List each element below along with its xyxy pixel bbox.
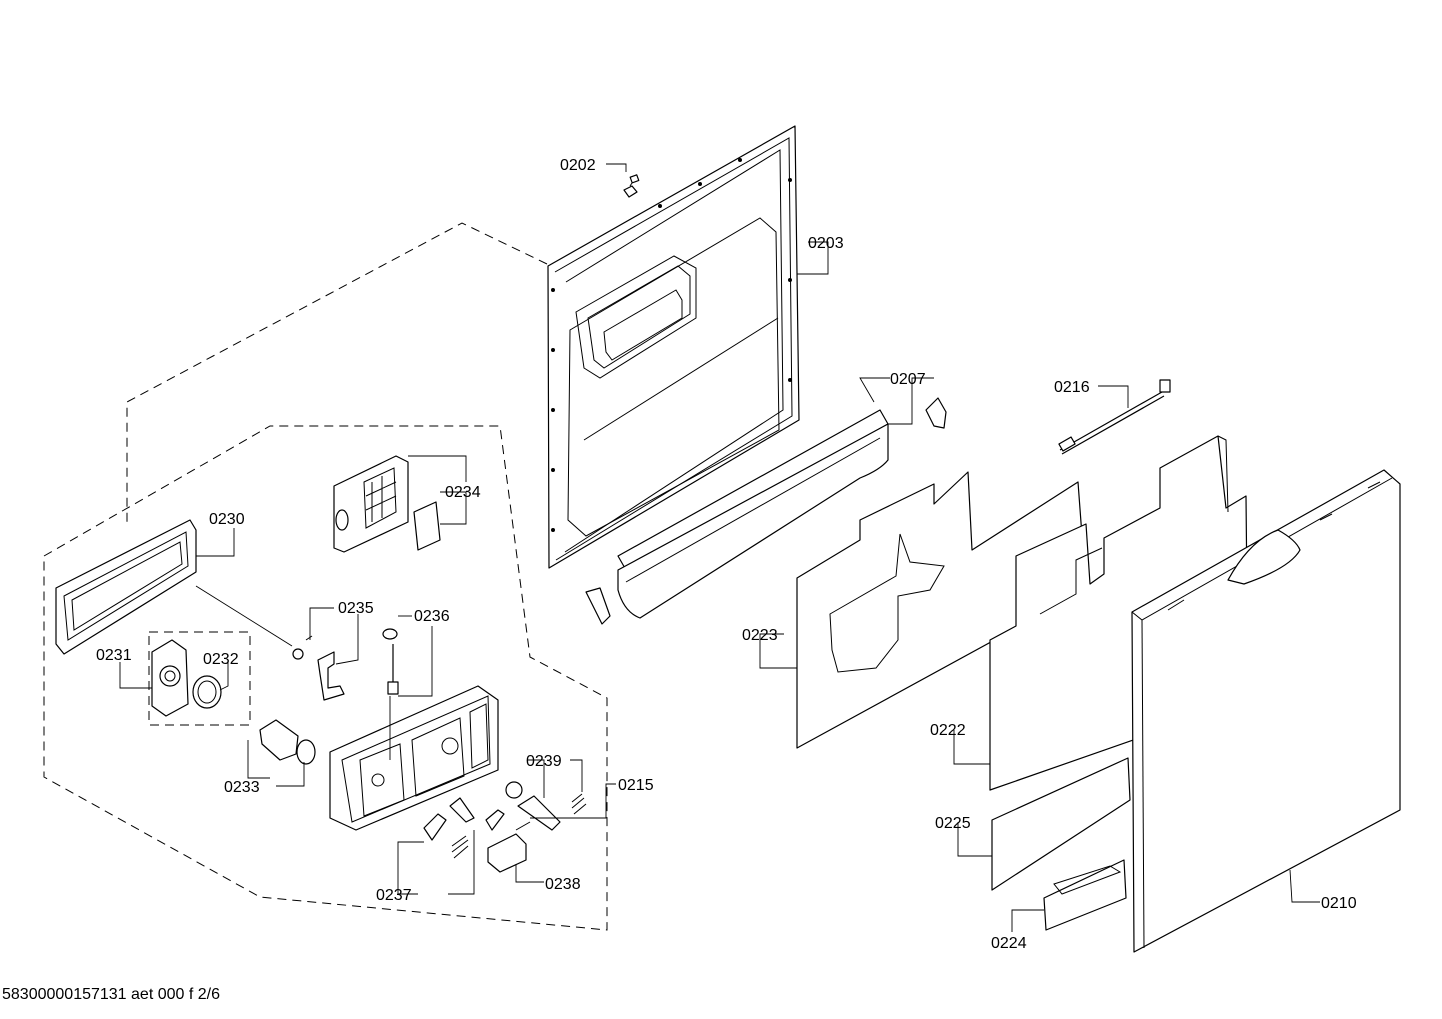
label-0215: 0215: [618, 777, 654, 794]
label-0236: 0236: [414, 608, 450, 625]
dashed-group-outline-subassembly: [148, 631, 251, 726]
part-0230-frame: [55, 519, 197, 655]
part-0202-screw: [623, 174, 640, 198]
part-0236: [382, 628, 399, 695]
part-0207-door-strip: [585, 397, 947, 625]
part-0224-trim: [1043, 859, 1127, 931]
label-0222: 0222: [930, 722, 966, 739]
part-0233: [259, 719, 316, 765]
part-0231: [151, 639, 189, 717]
part-0232-ring: [192, 675, 222, 709]
label-0239: 0239: [526, 753, 562, 770]
label-0210: 0210: [1321, 895, 1357, 912]
part-0238: [487, 821, 531, 873]
dashed-group-outline-door-inner: [126, 222, 548, 523]
label-0232: 0232: [203, 651, 239, 668]
label-0238: 0238: [545, 876, 581, 893]
label-0235: 0235: [338, 600, 374, 617]
label-0223: 0223: [742, 627, 778, 644]
label-0207: 0207: [890, 371, 926, 388]
dashed-group-outline-control-assembly: [43, 425, 608, 931]
label-0203: 0203: [808, 235, 844, 252]
label-0237: 0237: [376, 887, 412, 904]
part-0216-cable: [1058, 379, 1171, 455]
label-0234: 0234: [445, 484, 481, 501]
part-0225-bottom-strip: [991, 757, 1131, 891]
part-0215-housing: [329, 685, 499, 831]
label-0230: 0230: [209, 511, 245, 528]
part-0234: [333, 455, 441, 553]
part-0237: [423, 797, 475, 859]
label-0231: 0231: [96, 647, 132, 664]
label-0216: 0216: [1054, 379, 1090, 396]
part-0239: [485, 781, 587, 831]
part-0235: [292, 635, 345, 701]
leader-lines: [119, 163, 1320, 932]
label-0225: 0225: [935, 815, 971, 832]
footer-code: 58300000157131 aet 000 f 2/6: [2, 986, 220, 1003]
part-0203-inner-door: [547, 125, 800, 569]
part-0210-outer-door: [1131, 469, 1401, 953]
label-0224: 0224: [991, 935, 1027, 952]
label-0202: 0202: [560, 157, 596, 174]
label-0233: 0233: [224, 779, 260, 796]
